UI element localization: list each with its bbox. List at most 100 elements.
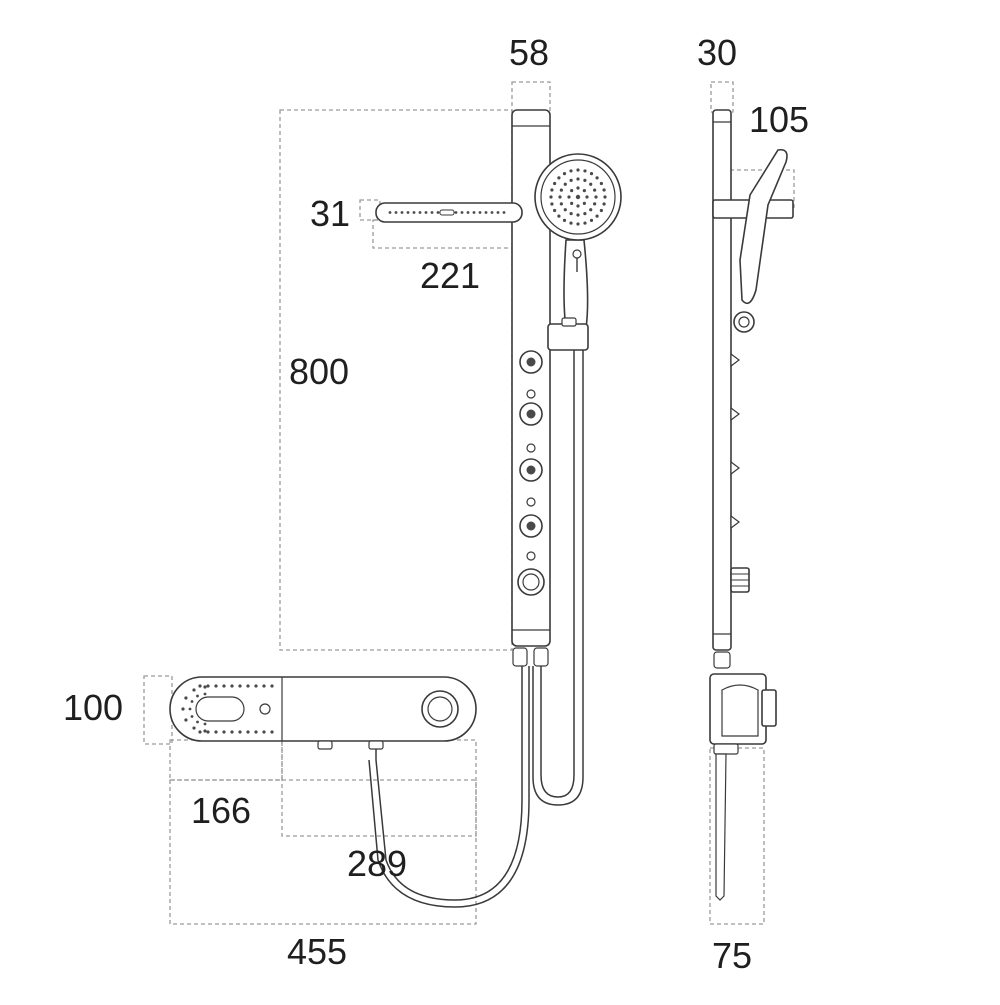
nozzle-dot: [238, 730, 242, 734]
nozzle-dot: [184, 718, 188, 722]
label-handshower-offset: 105: [749, 99, 810, 140]
connector: [512, 647, 528, 667]
nozzle-dot: [589, 172, 594, 176]
nozzle-dot: [576, 204, 580, 208]
mixer-right-guide: [281, 739, 477, 837]
side-depth-guide: [710, 81, 734, 113]
nozzle-dot: [412, 211, 416, 214]
nozzle-dot: [575, 194, 581, 200]
nozzle-dot: [246, 730, 250, 734]
nozzle-dot: [246, 684, 250, 688]
nozzle-dot: [262, 684, 266, 688]
nozzle-dot: [418, 211, 422, 214]
nozzle-dot: [184, 696, 188, 700]
nozzle-dot: [188, 707, 192, 711]
nozzle-dot: [557, 176, 561, 180]
body-jet: [519, 514, 543, 538]
slide-bar-holder: [547, 323, 589, 351]
nozzle-dot: [553, 181, 557, 186]
nozzle-dot: [424, 211, 428, 214]
hand-shower-hose: [540, 350, 575, 798]
nozzle-dot: [206, 730, 210, 734]
side-view: [709, 109, 794, 901]
nozzle-dot: [593, 188, 597, 192]
label-rain-bar-height: 31: [310, 193, 351, 234]
nozzle-dot: [593, 202, 597, 206]
nozzle-dot: [559, 188, 563, 192]
nozzle-dot: [190, 715, 194, 718]
nozzle-dot: [599, 208, 603, 213]
side-jet: [730, 460, 740, 476]
side-jet: [730, 352, 740, 368]
nozzle-dot: [436, 211, 440, 214]
label-mixer-right: 289: [347, 843, 408, 884]
label-side-depth: 30: [697, 32, 738, 73]
nozzle-dot: [222, 684, 226, 688]
indicator-dot: [526, 551, 536, 561]
nozzle-dot: [484, 211, 488, 214]
nozzle-dot: [594, 195, 598, 199]
nozzle-dot: [599, 181, 603, 186]
nozzle-dot: [496, 211, 500, 214]
nozzle-dot: [570, 189, 574, 193]
nozzle-dot: [214, 684, 218, 688]
side-jet: [730, 514, 740, 530]
nozzle-dot: [583, 169, 587, 173]
nozzle-dot: [406, 211, 410, 214]
indicator-dot: [526, 497, 536, 507]
nozzle-dot: [238, 684, 242, 688]
nozzle-dot: [270, 684, 274, 688]
nozzle-dot: [203, 722, 207, 726]
nozzle-dot: [222, 730, 226, 734]
indicator-dot: [526, 389, 536, 399]
label-overall-width: 455: [287, 931, 348, 972]
nozzle-dot: [569, 212, 573, 216]
nozzle-dot: [583, 221, 587, 225]
mixer-valve: [169, 676, 477, 750]
nozzle-dot: [576, 213, 580, 217]
rain-bar-length-guide: [372, 219, 522, 249]
nozzle-dot: [454, 211, 458, 214]
nozzle-dot: [562, 172, 567, 176]
nozzle-dot: [582, 201, 586, 205]
nozzle-dot: [198, 730, 202, 734]
nozzle-dot: [198, 684, 202, 688]
nozzle-dot: [582, 189, 586, 193]
nozzle-dot: [589, 208, 593, 212]
rain-bar-slot: [439, 209, 455, 216]
nozzle-dot: [472, 211, 476, 214]
nozzle-dot: [203, 692, 207, 696]
nozzle-dot: [192, 726, 196, 730]
nozzle-dot: [576, 177, 580, 181]
body-jet: [519, 350, 543, 374]
body-jet: [519, 402, 543, 426]
connector: [533, 647, 549, 667]
nozzle-dot: [569, 169, 573, 173]
side-mixer-knob: [761, 689, 777, 727]
body-jet: [519, 458, 543, 482]
nozzle-dot: [230, 684, 234, 688]
display-screen: [195, 696, 245, 722]
nozzle-dot: [203, 729, 207, 733]
side-hand-shower: [739, 148, 788, 305]
nozzle-dot: [478, 211, 482, 214]
column-height-guide: [279, 109, 513, 651]
nozzle-dot: [550, 202, 554, 206]
side-jet: [730, 406, 740, 422]
panel-width-guide: [511, 81, 551, 113]
label-rain-bar-length: 221: [420, 255, 481, 296]
outlet: [368, 740, 384, 750]
nozzle-dot: [557, 214, 561, 218]
mixer-height-guide: [143, 675, 173, 745]
label-column-height: 800: [289, 351, 350, 392]
nozzle-dot: [203, 685, 207, 689]
nozzle-dot: [563, 208, 567, 212]
nozzle-dot: [502, 211, 506, 214]
label-mixer-left: 166: [191, 790, 252, 831]
nozzle-dot: [562, 218, 567, 222]
nozzle-dot: [490, 211, 494, 214]
rain-bar: [375, 202, 523, 223]
inlet: [317, 740, 333, 750]
